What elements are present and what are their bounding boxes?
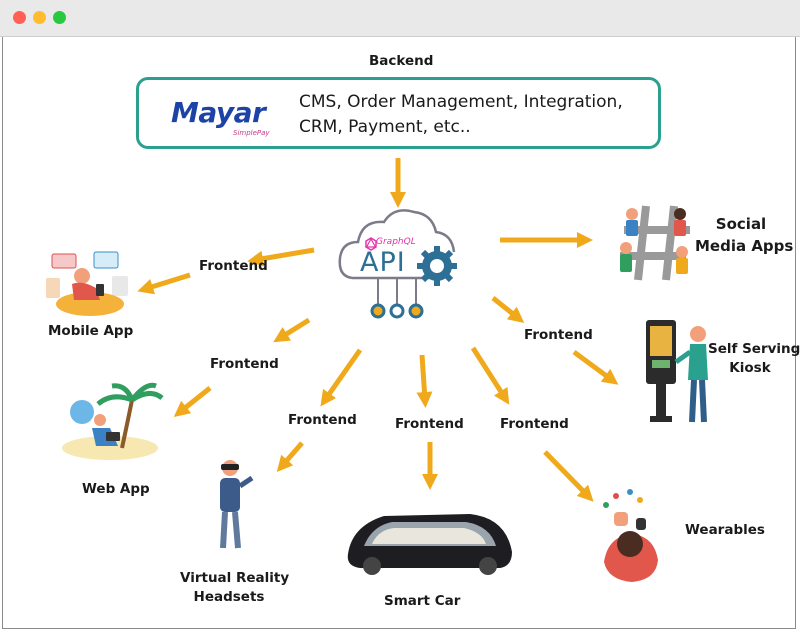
kiosk-label-line-1: Self Serving (708, 341, 800, 357)
minimize-window-button[interactable] (33, 11, 46, 24)
smart-car-illustration (347, 514, 512, 575)
api-node-1 (370, 303, 386, 319)
api-node-2 (389, 303, 405, 319)
web-app-label: Web App (82, 481, 150, 497)
social-label-line-1: Social (715, 215, 767, 233)
mayar-logo: Mayar (171, 96, 266, 129)
arrow-car-1 (416, 354, 433, 408)
arrow-web-1 (273, 317, 311, 343)
mobile-app-label: Mobile App (48, 323, 134, 339)
social-label-line-2: Media Apps (695, 237, 794, 255)
vr-label-line-2: Headsets (193, 589, 265, 605)
arrow-wearables-1 (470, 346, 510, 405)
vr-label: Virtual Reality Headsets (180, 569, 290, 607)
backend-title: Backend (369, 53, 434, 69)
backend-line-2: CRM, Payment, etc.. (299, 117, 471, 137)
smart-car-label: Smart Car (384, 593, 461, 609)
backend-line-1: CMS, Order Management, Integration, (299, 92, 623, 112)
arrow-mobile-2 (137, 272, 191, 295)
wearables-illustration (603, 489, 658, 582)
graphql-icon (365, 237, 377, 251)
mayar-logo-subtext: SimplePay (233, 129, 270, 137)
arrow-vr-1 (320, 348, 363, 407)
content-frame (2, 37, 796, 629)
arrow-wearables-2 (543, 450, 594, 502)
vr-headset-illustration (220, 460, 254, 549)
kiosk-label: Self Serving Kiosk (708, 340, 800, 378)
frontend-label-car: Frontend (395, 416, 464, 432)
web-app-illustration (62, 382, 164, 460)
social-media-illustration (620, 205, 690, 281)
close-window-button[interactable] (13, 11, 26, 24)
arrow-vr-2 (276, 441, 304, 473)
kiosk-illustration (646, 320, 708, 423)
frontend-label-mobile: Frontend (199, 258, 268, 274)
backend-description: CMS, Order Management, Integration, CRM,… (299, 90, 623, 140)
gear-icon (417, 246, 457, 286)
api-cloud-icon (338, 209, 456, 319)
backend-box: Mayar SimplePay CMS, Order Management, I… (136, 77, 661, 149)
arrows (137, 158, 619, 502)
vr-label-line-1: Virtual Reality (180, 570, 290, 586)
arrow-kiosk-2 (572, 349, 619, 385)
maximize-window-button[interactable] (53, 11, 66, 24)
api-node-3 (408, 303, 424, 319)
frontend-label-vr: Frontend (288, 412, 357, 428)
api-label: API (360, 247, 406, 278)
social-label: Social Media Apps (695, 213, 794, 257)
arrow-mobile-1 (247, 247, 315, 267)
frontend-label-wearables: Frontend (500, 416, 569, 432)
arrow-kiosk-1 (491, 296, 525, 323)
graphql-label: GraphQL (376, 237, 416, 247)
mobile-app-illustration (46, 251, 128, 316)
wearables-label: Wearables (685, 522, 765, 538)
kiosk-label-line-2: Kiosk (729, 360, 771, 376)
window-titlebar (0, 0, 800, 37)
frontend-label-kiosk: Frontend (524, 327, 593, 343)
arrow-web-2 (173, 386, 212, 417)
frontend-label-web: Frontend (210, 356, 279, 372)
